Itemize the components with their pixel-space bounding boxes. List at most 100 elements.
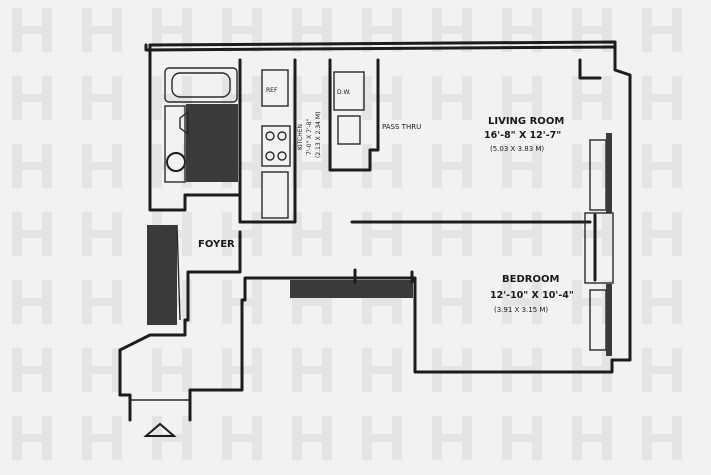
kitchen-name: KITCHEN <box>297 124 304 150</box>
foyer-closet-hatch <box>147 225 177 325</box>
watermark-tile <box>222 416 262 460</box>
refrigerator-box <box>261 69 289 107</box>
watermark-tile <box>12 416 52 460</box>
bathroom <box>164 67 238 183</box>
watermark-tile <box>642 8 682 52</box>
closets <box>147 224 414 325</box>
watermark-tile <box>432 212 472 256</box>
watermark-tile <box>502 348 542 392</box>
bedroom-window <box>589 289 607 351</box>
watermark-tile <box>82 212 122 256</box>
watermark-tile <box>362 76 402 120</box>
watermark-tile <box>432 348 472 392</box>
watermark-tile <box>502 8 542 52</box>
watermark-tile <box>572 348 612 392</box>
watermark-tile <box>12 76 52 120</box>
watermark-tile <box>362 348 402 392</box>
bedroom-closet-hatch <box>290 280 413 298</box>
watermark-tile <box>152 76 192 120</box>
bedroom-metric: (3.91 X 3.15 M) <box>494 306 548 314</box>
bedroom-dims: 12'-10" X 10'-4" <box>490 290 574 301</box>
watermark-tile <box>572 212 612 256</box>
watermark-tile <box>362 280 402 324</box>
kitchen-sink <box>337 115 361 145</box>
burner-icon <box>265 151 275 161</box>
watermark-tile <box>152 8 192 52</box>
dishwasher-box <box>333 71 365 111</box>
watermark-tile <box>572 8 612 52</box>
watermark-tile <box>362 416 402 460</box>
watermark-tile <box>82 144 122 188</box>
watermark-tile <box>292 76 332 120</box>
bathtub-outline <box>164 67 238 103</box>
watermark-tile <box>292 280 332 324</box>
watermark-tile <box>222 8 262 52</box>
watermark-tile <box>642 348 682 392</box>
watermark-tile <box>82 8 122 52</box>
watermark-tile <box>292 348 332 392</box>
watermark-tile <box>432 280 472 324</box>
bedroom-label: BEDROOM 12'-10" X 10'-4" (3.91 X 3.15 M) <box>490 274 574 314</box>
watermark-tile <box>82 280 122 324</box>
living-room-metric: (5.03 X 3.83 M) <box>490 145 544 153</box>
watermark-tile <box>292 144 332 188</box>
dishwasher-label: D.W. <box>337 89 351 96</box>
toilet-icon <box>166 152 186 172</box>
watermark-tile <box>572 76 612 120</box>
watermark-tile <box>642 76 682 120</box>
kitchen: REF D.W. KITCHEN 7'-0" X 7'-8" (2.13 X 2… <box>261 69 365 219</box>
living-room-label: LIVING ROOM 16'-8" X 12'-7" (5.03 X 3.83… <box>484 116 564 153</box>
living-room-name: LIVING ROOM <box>488 116 564 127</box>
bedroom-name: BEDROOM <box>502 274 559 285</box>
burner-icon <box>277 151 287 161</box>
interior-walls <box>238 58 597 282</box>
watermark-tile <box>12 348 52 392</box>
counter-box <box>261 171 289 219</box>
watermark-tile <box>292 212 332 256</box>
vanity-outline <box>164 105 186 183</box>
entry-arrow-icon <box>143 422 177 437</box>
watermark-tile <box>12 144 52 188</box>
watermark-tile <box>432 8 472 52</box>
bathtub-basin <box>171 72 231 98</box>
watermark-tile <box>362 144 402 188</box>
watermark-tile <box>432 144 472 188</box>
watermark-tile <box>292 8 332 52</box>
burner-icon <box>265 131 275 141</box>
refrigerator-label: REF <box>266 87 278 94</box>
watermark-tile <box>572 416 612 460</box>
watermark-tile <box>222 76 262 120</box>
watermark-tile <box>642 212 682 256</box>
watermark-tile <box>432 76 472 120</box>
entry <box>130 399 190 437</box>
living-room-window <box>589 139 607 211</box>
range-box <box>261 125 291 167</box>
watermark-tile <box>502 416 542 460</box>
watermark-tile <box>432 416 472 460</box>
kitchen-metric: (2.13 X 2.34 M) <box>315 112 322 158</box>
windows <box>584 133 614 356</box>
watermark-tile <box>152 416 192 460</box>
watermark-tile <box>222 212 262 256</box>
watermark-tile <box>502 144 542 188</box>
living-room-window-sill <box>606 133 612 213</box>
bathroom-tile-floor <box>186 104 238 182</box>
watermark-tile <box>12 212 52 256</box>
watermark-tile <box>642 416 682 460</box>
bedroom-window-sill <box>606 284 612 356</box>
watermark-tile <box>362 8 402 52</box>
watermark-tile <box>12 8 52 52</box>
watermark-tile <box>12 280 52 324</box>
window-bay <box>584 212 614 284</box>
watermark-tile <box>82 416 122 460</box>
watermark-tile <box>642 144 682 188</box>
burner-icon <box>277 131 287 141</box>
watermark-tile <box>152 348 192 392</box>
outer-walls <box>118 40 632 422</box>
watermark-tile <box>82 76 122 120</box>
watermark-tile <box>292 416 332 460</box>
watermark-tile <box>362 212 402 256</box>
foyer-label: FOYER <box>198 239 235 250</box>
